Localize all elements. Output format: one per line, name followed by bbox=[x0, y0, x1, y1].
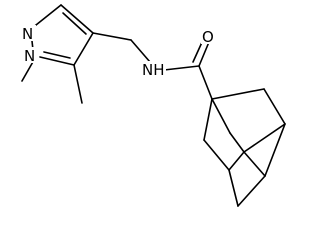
bond-ad-12 bbox=[243, 123, 286, 153]
atom-label-carbonyl-o: O bbox=[202, 28, 214, 46]
pyrazole-ring bbox=[30, 4, 94, 66]
bond-ad-5 bbox=[228, 169, 239, 207]
molecule-diagram: N N NH O bbox=[21, 4, 286, 207]
bond-c5-n1 bbox=[39, 56, 75, 66]
atom-label-amide-nh: NH bbox=[142, 61, 165, 79]
atom-label-pyrazole-n1: N bbox=[24, 47, 35, 65]
bond-n1-methyl bbox=[21, 59, 35, 82]
bond-ad-8 bbox=[211, 98, 231, 134]
bond-nh-carbonyl bbox=[163, 65, 200, 71]
bond-ad-6 bbox=[237, 175, 266, 207]
bond-ad-1 bbox=[211, 88, 265, 100]
bond-ad-11 bbox=[228, 151, 245, 171]
bond-c3-c4-double bbox=[62, 12, 87, 35]
bond-carbonyl-adamantane bbox=[198, 65, 213, 100]
bond-ad-4 bbox=[203, 139, 230, 171]
bond-ad-9 bbox=[229, 132, 245, 153]
bond-c5-methyl bbox=[73, 64, 83, 104]
bond-ad-2 bbox=[263, 88, 286, 125]
bond-c5-n1-double bbox=[43, 51, 71, 59]
bond-c4-c5 bbox=[73, 32, 94, 66]
bond-ad-7 bbox=[264, 123, 286, 177]
structure-canvas: N N NH O bbox=[21, 4, 286, 207]
bond-ad-3 bbox=[203, 98, 213, 141]
adamantane-cage bbox=[203, 88, 286, 207]
bond-carbonyl-o bbox=[198, 41, 210, 67]
bond-c3-c4 bbox=[60, 4, 94, 34]
atom-label-pyrazole-n2: N bbox=[22, 25, 33, 43]
bond-ad-10 bbox=[243, 151, 266, 177]
bond-c4-ch2 bbox=[92, 32, 132, 41]
bond-ch2-nh bbox=[130, 39, 151, 63]
